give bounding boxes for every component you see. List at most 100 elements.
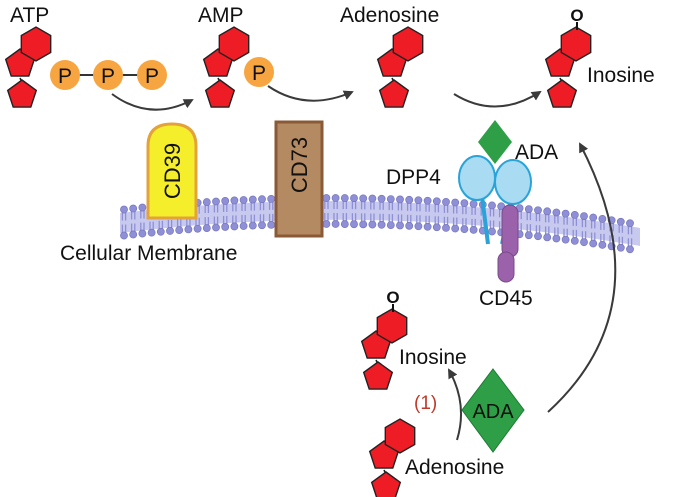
inosine-bottom-label: Inosine — [399, 346, 467, 369]
lipid-head — [184, 225, 193, 234]
membrane-lipid-heads — [120, 194, 634, 254]
lipid-head — [552, 208, 561, 217]
lipid-head — [377, 194, 386, 203]
inosine-bottom-oxygen: O — [386, 288, 399, 307]
arrow-atp-to-amp — [111, 93, 194, 111]
lipid-head — [616, 217, 625, 226]
lipid-head — [166, 227, 174, 235]
lipid-head — [368, 194, 377, 203]
sugar-ring — [204, 79, 236, 108]
lipid-head — [359, 220, 368, 229]
cd45-label: CD45 — [479, 287, 533, 310]
lipid-head — [524, 231, 533, 240]
lipid-head — [451, 198, 460, 207]
atp-molecule — [4, 26, 52, 108]
lipid-head — [120, 205, 128, 214]
membrane-label: Cellular Membrane — [60, 242, 237, 265]
lipid-head — [396, 195, 404, 204]
ada-bottom-diamond — [461, 368, 525, 453]
atp-phosphate-chain: P P P — [50, 60, 167, 90]
lipid-head — [368, 220, 377, 229]
ring-hexagon — [384, 418, 416, 454]
lipid-head — [120, 231, 128, 240]
lipid-head — [396, 221, 404, 230]
lipid-head — [267, 220, 276, 229]
lipid-head — [570, 236, 579, 245]
sugar-ring — [362, 361, 394, 390]
lipid-head — [432, 223, 441, 232]
lipid-head — [239, 222, 248, 230]
lipid-head — [552, 234, 561, 243]
lipid-head — [451, 224, 460, 233]
phosphate-1: P — [58, 65, 72, 88]
lipid-head — [561, 235, 570, 244]
lipid-head — [405, 195, 414, 204]
lipid-head — [377, 220, 386, 229]
lipid-head — [598, 240, 607, 249]
adenosine-bottom-label: Adenosine — [405, 456, 504, 479]
lipid-head — [589, 213, 598, 222]
phosphate-2: P — [101, 65, 115, 88]
lipid-head — [340, 194, 349, 202]
amp-molecule — [202, 26, 250, 108]
lipid-head — [423, 196, 432, 205]
lipid-head — [386, 195, 395, 203]
ada-top-label: ADA — [515, 141, 558, 164]
lipid-head — [202, 198, 211, 206]
amp-label: AMP — [198, 4, 244, 27]
lipid-head — [221, 197, 230, 205]
lipid-head — [442, 223, 450, 232]
adenosine-bottom-molecule — [368, 418, 416, 497]
lipid-head — [598, 214, 607, 223]
lipid-head — [138, 203, 147, 212]
lipid-head — [248, 195, 257, 204]
ring-hexagon — [218, 26, 250, 62]
sugar-ring — [6, 79, 38, 108]
lipid-head — [626, 245, 634, 254]
lipid-head — [212, 197, 220, 206]
lipid-head — [322, 220, 331, 228]
inosine-bottom-molecule — [360, 308, 408, 390]
lipid-head — [432, 197, 441, 206]
inosine-top-molecule — [544, 26, 592, 108]
cd39-label: CD39 — [160, 143, 185, 199]
arrow-bottom-to-ada-top — [547, 142, 617, 413]
lipid-head — [414, 222, 423, 231]
lipid-head — [460, 199, 469, 208]
dpp4-receptor — [458, 155, 532, 245]
lipid-head — [331, 194, 340, 202]
step-label: (1) — [414, 393, 437, 414]
lipid-head — [350, 194, 358, 203]
lipid-head — [258, 221, 266, 230]
lipid-head — [460, 225, 469, 234]
adenosine-top-molecule — [376, 26, 424, 108]
lipid-head — [534, 206, 542, 215]
membrane-lipid-tails — [121, 201, 633, 247]
sugar-ring — [370, 471, 402, 497]
dpp4-label: DPP4 — [386, 166, 441, 189]
cd73-enzyme: CD73 — [274, 120, 324, 238]
lipid-head — [589, 239, 598, 248]
lipid-head — [248, 221, 257, 230]
lipid-head — [202, 224, 211, 232]
lipid-head — [129, 230, 138, 239]
lipid-head — [267, 194, 276, 203]
ada-bottom-label: ADA — [472, 401, 514, 423]
lipid-head — [469, 225, 478, 234]
lipid-head — [239, 196, 248, 204]
cd39-enzyme: CD39 — [146, 122, 198, 220]
cd45-receptor — [497, 204, 519, 283]
amp-phosphate: P — [244, 57, 274, 87]
arrow-amp-to-adenosine — [267, 85, 354, 102]
lipid-head — [423, 222, 432, 231]
lipid-head — [350, 220, 358, 229]
lipid-head — [543, 233, 552, 242]
lipid-head — [340, 220, 349, 228]
lipid-head — [469, 199, 478, 208]
lipid-head — [616, 243, 625, 252]
lipid-head — [488, 227, 496, 236]
inosine-top-oxygen: O — [570, 6, 583, 25]
inosine-top-label: Inosine — [587, 64, 655, 87]
lipid-head — [359, 194, 368, 203]
lipid-head — [230, 196, 239, 205]
